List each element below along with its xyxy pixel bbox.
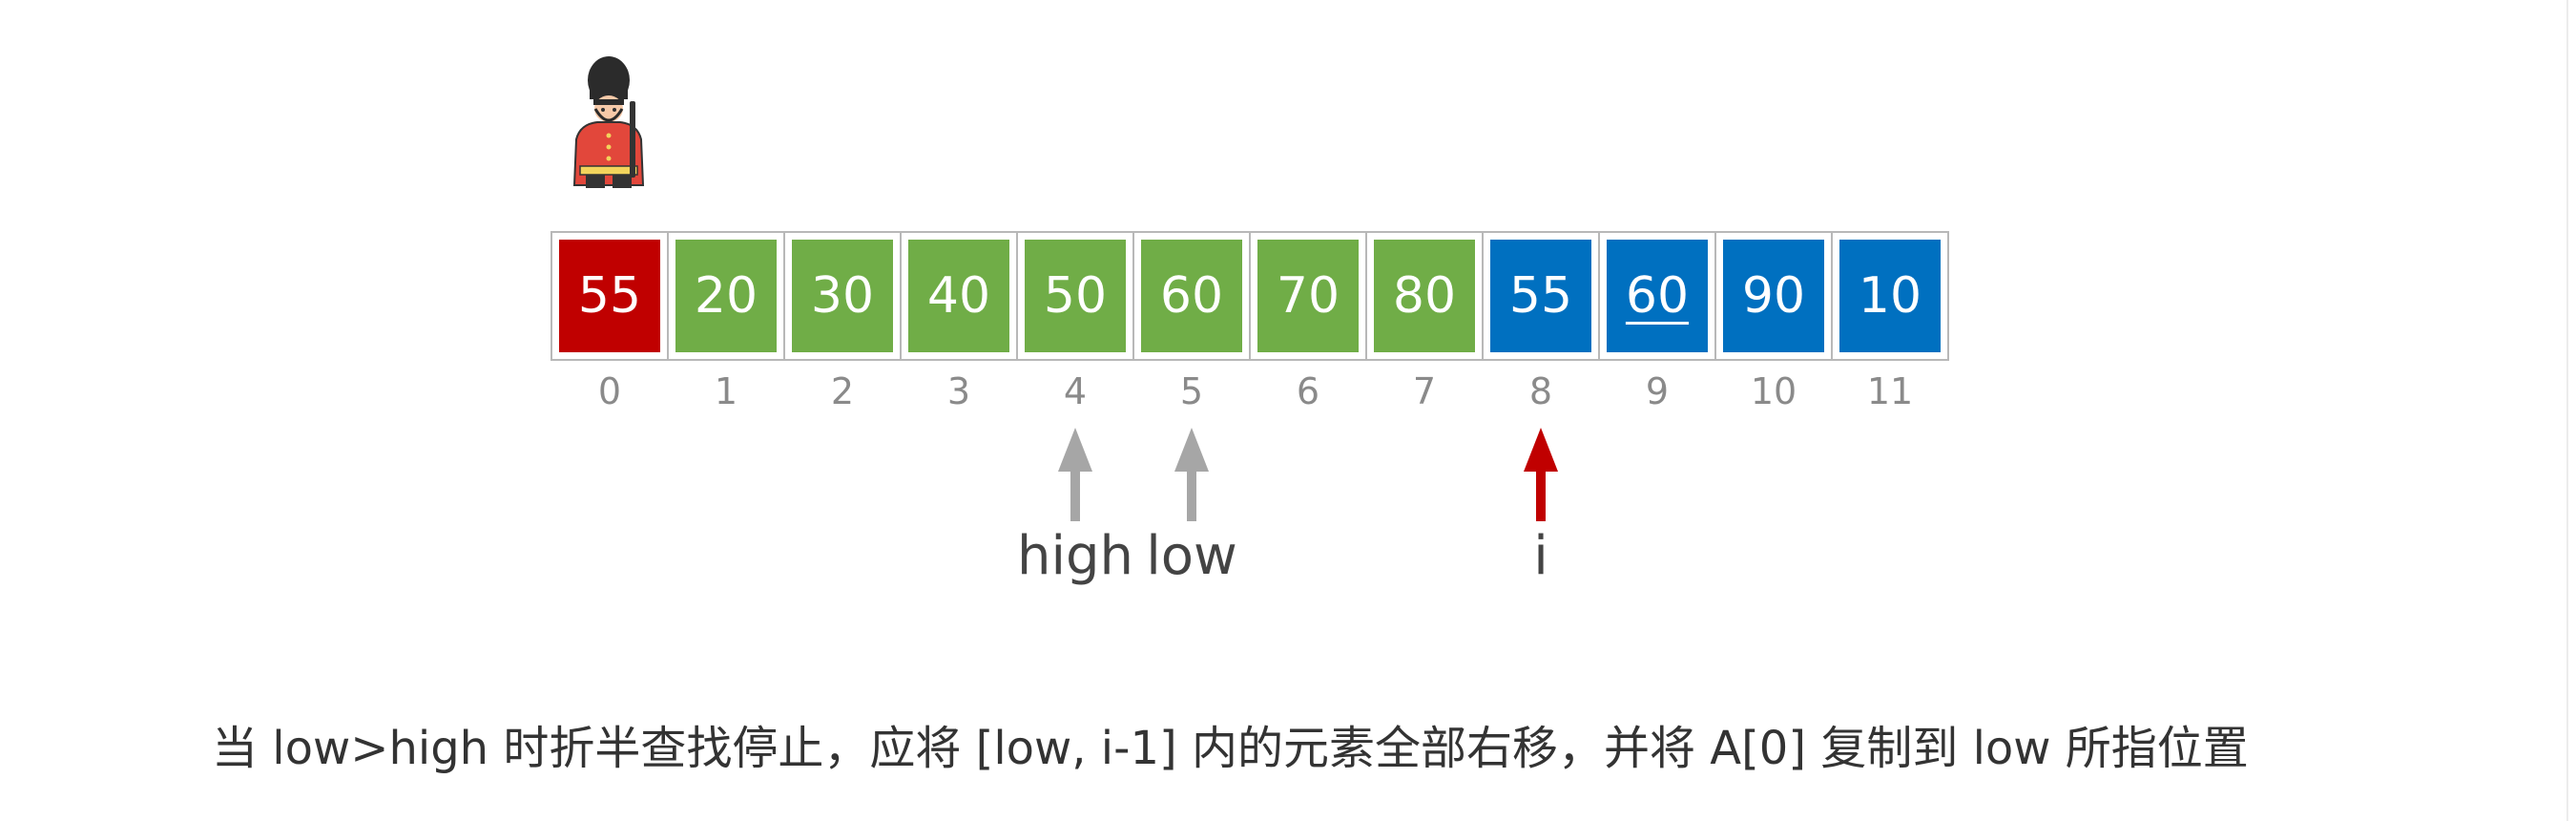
cell-value-text: 70 (1276, 267, 1340, 325)
array-cell: 55 (551, 231, 669, 361)
index-label: 8 (1528, 370, 1553, 412)
index-label: 10 (1750, 370, 1797, 412)
array-cell: 55 (1482, 231, 1600, 361)
array-cell: 20 (667, 231, 785, 361)
pointer-label-low: low (1146, 525, 1237, 587)
pointer-arrow-high (1058, 428, 1092, 521)
caption: 当 low>high 时折半查找停止，应将 [low, i-1] 内的元素全部右… (212, 722, 2249, 775)
array-cell: 60 (1132, 231, 1251, 361)
cell-value-text: 40 (926, 267, 991, 325)
array-cell-value: 40 (908, 240, 1009, 352)
index-label: 11 (1866, 370, 1914, 412)
pointer-arrow-low (1174, 428, 1209, 521)
pointer-label-i: i (1533, 525, 1548, 587)
cell-value-text: 55 (1508, 267, 1573, 325)
array-cell-value: 10 (1839, 240, 1941, 352)
array-cell-value: 55 (559, 240, 660, 352)
index-label: 2 (830, 370, 855, 412)
cell-value-text: 80 (1392, 267, 1457, 325)
cell-value-text: 60 (1625, 267, 1690, 325)
cell-value-text: 50 (1043, 267, 1108, 325)
pointer-arrow-i (1524, 428, 1558, 521)
array-cell-value: 60 (1141, 240, 1242, 352)
cell-value-text: 30 (810, 267, 875, 325)
cell-value-text: 90 (1741, 267, 1806, 325)
array-cell-value: 60 (1607, 240, 1708, 352)
array-cell: 60 (1598, 231, 1716, 361)
array-cell-value: 20 (675, 240, 777, 352)
index-label: 9 (1645, 370, 1670, 412)
array-cell: 10 (1831, 231, 1949, 361)
array-cell: 70 (1249, 231, 1367, 361)
array-cell-value: 70 (1257, 240, 1359, 352)
pointer-label-high: high (1016, 525, 1134, 587)
array-cell-value: 90 (1723, 240, 1824, 352)
array-cell-value: 80 (1374, 240, 1475, 352)
index-label: 1 (714, 370, 738, 412)
array-cell: 50 (1016, 231, 1134, 361)
array-cell: 30 (783, 231, 902, 361)
cell-value-text: 10 (1858, 267, 1922, 325)
index-label: 5 (1179, 370, 1204, 412)
array-cell: 80 (1365, 231, 1484, 361)
right-border (2566, 0, 2568, 821)
array-cell: 90 (1714, 231, 1833, 361)
array-cell-value: 50 (1025, 240, 1126, 352)
array-cell-value: 55 (1490, 240, 1591, 352)
index-label: 6 (1296, 370, 1320, 412)
cell-value-text: 60 (1159, 267, 1224, 325)
index-label: 7 (1412, 370, 1437, 412)
array-cell: 40 (900, 231, 1018, 361)
index-label: 4 (1063, 370, 1088, 412)
index-label: 3 (946, 370, 971, 412)
cell-value-text: 20 (694, 267, 758, 325)
cell-value-text: 55 (577, 267, 642, 325)
index-label: 0 (597, 370, 622, 412)
array-cell-value: 30 (792, 240, 893, 352)
